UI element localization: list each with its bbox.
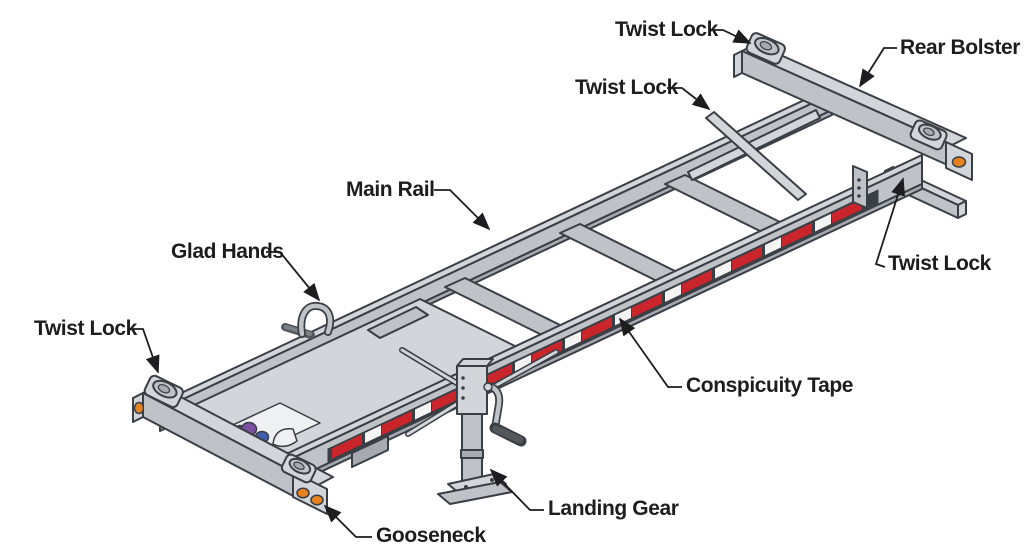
tape-segment-red (682, 269, 712, 294)
label-twist-lock-upper: Twist Lock (575, 76, 678, 99)
leader-conspicuity-tape (618, 317, 682, 388)
twist-lock-rear-right (909, 119, 948, 151)
leader-glad-hands (266, 251, 321, 302)
marker-light (133, 401, 145, 415)
tape-segment-white (665, 284, 681, 302)
twist-lock-front-left (143, 374, 184, 409)
label-twist-lock-top: Twist Lock (615, 18, 718, 41)
tape-segment-red (382, 410, 412, 435)
leader-twist-lock-c (129, 328, 160, 374)
leader-twist-lock-b (667, 87, 711, 111)
label-gooseneck: Gooseneck (376, 524, 486, 547)
label-glad-hands: Glad Hands (171, 240, 284, 263)
cross-members (367, 174, 787, 339)
marker-light (296, 487, 310, 499)
tape-segment-red (782, 222, 812, 247)
landing-gear (399, 347, 559, 505)
label-rear-bolster: Rear Bolster (900, 36, 1021, 59)
x-brace (687, 109, 821, 201)
twist-lock-rear-left (745, 32, 786, 65)
tape-segment-white (765, 237, 781, 255)
marker-light (951, 156, 967, 168)
leader-twist-lock-a (709, 29, 752, 44)
dock-bumper-block (351, 435, 389, 468)
marker-light (310, 494, 324, 506)
tape-segment-red (432, 387, 462, 412)
landing-gear-foot (437, 473, 513, 505)
twist-lock-front-right (280, 453, 317, 484)
leader-gooseneck (323, 504, 372, 538)
gooseneck-fender (272, 428, 298, 448)
leader-lines (129, 29, 905, 538)
label-twist-lock-front-left: Twist Lock (34, 317, 137, 340)
tape-segment-red (482, 363, 512, 388)
tape-segment-white (715, 260, 731, 279)
tape-segment-red (632, 293, 662, 318)
tape-segment-red (582, 316, 612, 341)
tape-segment-white (415, 401, 431, 420)
tape-segment-white (365, 425, 381, 443)
leader-rear-bolster (859, 47, 897, 88)
label-landing-gear: Landing Gear (548, 497, 679, 520)
leader-main-rail (434, 189, 491, 231)
tape-segment-red (832, 199, 862, 224)
tape-segment-white (515, 354, 531, 373)
leader-landing-gear (489, 468, 544, 511)
tape-segment-white (815, 213, 831, 232)
leader-twist-lock-d (874, 177, 905, 268)
label-main-rail: Main Rail (346, 178, 435, 201)
rear-corner-box (945, 141, 973, 181)
tape-segment-white (565, 331, 581, 349)
tape-segment-red (332, 434, 362, 459)
rear-bolster (733, 43, 973, 209)
crank-handle (483, 382, 527, 447)
label-twist-lock-rear-right: Twist Lock (888, 252, 991, 275)
label-conspicuity-tape: Conspicuity Tape (686, 374, 854, 397)
tape-segment-red (732, 246, 762, 271)
